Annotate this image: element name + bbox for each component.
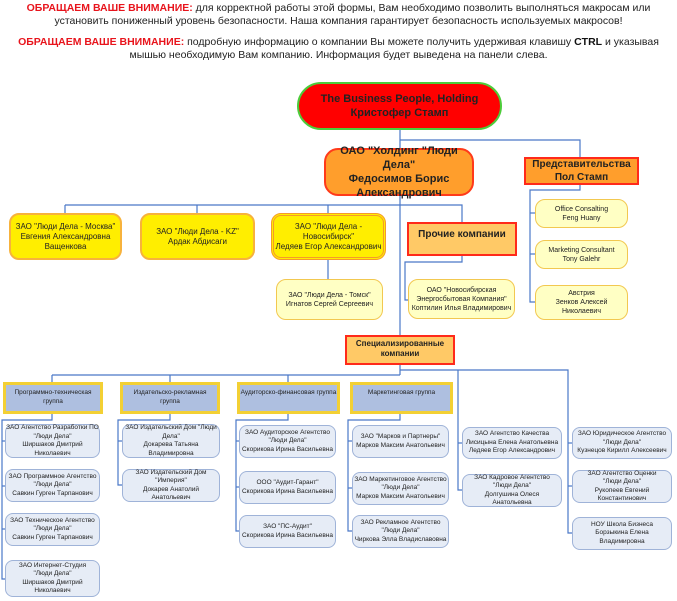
org-node-group-audit[interactable]: Аудиторско-финансовая группа	[237, 382, 344, 418]
org-node-q1[interactable]: ЗАО Агентство Качества Лисицына Елена Ан…	[462, 427, 568, 465]
org-node-moscow[interactable]: ЗАО "Люди Дела - Москва" Евгения Алексан…	[9, 213, 127, 265]
org-node-tomsk[interactable]: ЗАО "Люди Дела - Томск" Игнатов Сергей С…	[276, 279, 389, 326]
org-node-a2[interactable]: ООО "Аудит-Гарант" Скорикова Ирина Васил…	[239, 471, 342, 510]
org-node-r2[interactable]: ЗАО Агентство Оценки "Люди Дела" Рукопее…	[572, 470, 677, 509]
org-node-holding[interactable]: ОАО "Холдинг "Люди Дела" Федосимов Борис…	[324, 145, 479, 201]
notice-highlight: ОБРАЩАЕМ ВАШЕ ВНИМАНИЕ:	[18, 36, 185, 48]
ctrl-notice: ОБРАЩАЕМ ВАШЕ ВНИМАНИЕ: подробную информ…	[0, 36, 677, 62]
org-node-root[interactable]: The Business People, Holding Кристофер С…	[297, 82, 507, 135]
org-node-kz[interactable]: ЗАО "Люди Дела - KZ" Ардак Абдисаги	[140, 213, 260, 265]
org-node-r1[interactable]: ЗАО Юридическое Агентство "Люди Дела" Ку…	[572, 427, 677, 465]
org-node-specialized[interactable]: Специализированные компании	[345, 335, 460, 370]
org-node-marketing-consultant[interactable]: Marketing Consultant Tony Galehr	[535, 240, 634, 275]
org-node-p1[interactable]: ЗАО Издательский Дом "Люди Дела" Докарев…	[122, 424, 226, 464]
org-node-t3[interactable]: ЗАО Техническое Агентство "Люди Дела" Са…	[5, 513, 106, 552]
org-node-q2[interactable]: ЗАО Кадровое Агентство "Люди Дела" Долгу…	[462, 474, 568, 513]
org-node-group-tech[interactable]: Программно-техническая группа	[3, 382, 107, 418]
org-node-group-publish[interactable]: Издательско-рекламная группа	[120, 382, 224, 418]
connector-line	[1, 414, 53, 580]
org-node-m2[interactable]: ЗАО Маркетинговое Агентство "Люди Дела" …	[352, 472, 455, 511]
org-node-p2[interactable]: ЗАО Издательский Дом "Империя" Докарев А…	[122, 469, 226, 508]
org-node-m3[interactable]: ЗАО Рекламное Агентство "Люди Дела" Чирк…	[352, 515, 455, 554]
org-node-group-marketing[interactable]: Маркетинговая группа	[350, 382, 457, 418]
connector-line	[117, 414, 171, 486]
org-node-novosibirsk[interactable]: ЗАО "Люди Дела - Новосибирск" Ледяев Его…	[271, 213, 390, 264]
org-node-a3[interactable]: ЗАО "ПС-Аудит" Скорикова Ирина Васильевн…	[239, 515, 342, 554]
org-node-t4[interactable]: ЗАО Интернет-Студия "Люди Дела" Ширшаков…	[5, 560, 106, 601]
connector-line	[529, 185, 581, 303]
connector-line	[347, 414, 401, 532]
notice-text: для корректной работы этой формы, Вам не…	[54, 2, 651, 27]
org-node-office-consulting[interactable]: Office Consalting Feng Huany	[535, 199, 634, 234]
org-node-t1[interactable]: ЗАО Агентство Разработки ПО "Люди Дела" …	[5, 424, 106, 464]
org-node-austria[interactable]: Австрия Зенков Алексей Николаевич	[535, 285, 634, 326]
macro-notice: ОБРАЩАЕМ ВАШЕ ВНИМАНИЕ: для корректной р…	[0, 2, 677, 28]
org-node-representations[interactable]: Представительства Пол Стамп	[524, 157, 644, 190]
org-node-nsk-energy[interactable]: ОАО "Новосибирская Энергосбытовая Компан…	[408, 279, 521, 325]
org-node-m1[interactable]: ЗАО "Марков и Партнеры" Марков Максим Ан…	[352, 425, 455, 464]
connector-line	[400, 139, 581, 157]
org-node-a1[interactable]: ЗАО Аудиторское Агентство "Люди Дела" Ск…	[239, 425, 342, 464]
connector-line	[457, 370, 462, 491]
connector-line	[65, 204, 463, 222]
org-node-r3[interactable]: НОУ Школа Бизнеса Борзыкина Елена Владим…	[572, 517, 677, 556]
org-node-other[interactable]: Прочие компании	[407, 222, 522, 261]
notice-text: подробную информацию о компании Вы может…	[184, 36, 575, 48]
ctrl-key-label: CTRL	[574, 36, 603, 48]
connector-line	[235, 414, 289, 532]
org-node-t2[interactable]: ЗАО Программное Агентство "Люди Дела" Са…	[5, 469, 106, 508]
connector-line	[404, 256, 463, 301]
notice-highlight: ОБРАЩАЕМ ВАШЕ ВНИМАНИЕ:	[26, 2, 193, 14]
notice-text: и указывая мышью необходимую Вам компани…	[129, 36, 659, 61]
connector-line	[400, 369, 572, 534]
